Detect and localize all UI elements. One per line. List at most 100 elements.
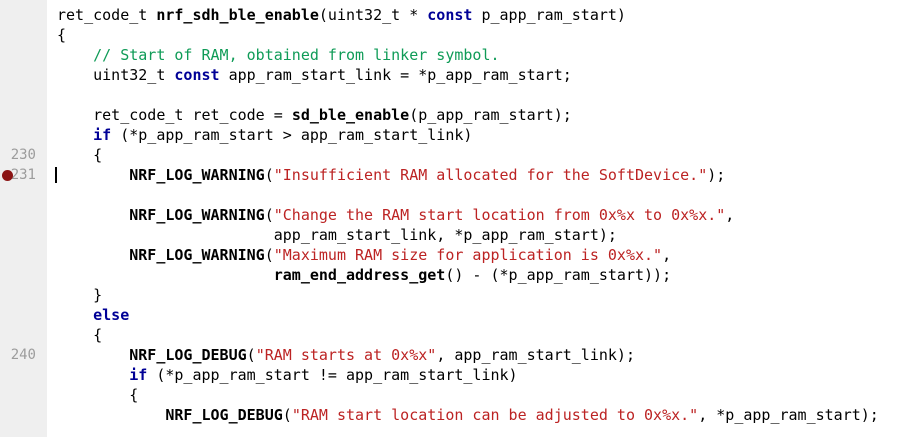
code-line-226[interactable]: uint32_t const app_ram_start_link = *p_a… [0,65,902,85]
line-number: 240 [10,347,36,363]
text-caret [55,167,57,183]
code-token: if [129,366,148,384]
gutter-cell[interactable] [0,245,47,265]
code-token: , [725,206,735,224]
code-line-227[interactable] [0,85,902,105]
code-token: ); [707,166,726,184]
code-line-239[interactable]: { [0,325,902,345]
gutter-cell[interactable] [0,125,47,145]
code-text[interactable] [47,85,902,105]
gutter-cell[interactable]: 230 [0,145,47,165]
code-token: NRF_LOG_DEBUG [165,406,283,424]
gutter-cell[interactable] [0,405,47,425]
code-token: "Insufficient RAM allocated for the Soft… [273,166,708,184]
code-text[interactable]: if (*p_app_ram_start > app_ram_start_lin… [47,125,902,145]
code-token [57,266,274,284]
code-token: , [662,246,672,264]
code-token: nrf_sdh_ble_enable [156,6,319,24]
code-line-232[interactable] [0,185,902,205]
code-token: const [427,6,473,24]
code-text[interactable]: NRF_LOG_WARNING("Insufficient RAM alloca… [47,165,902,185]
code-line-228[interactable]: ret_code_t ret_code = sd_ble_enable(p_ap… [0,105,902,125]
gutter-background [0,0,47,437]
gutter-cell[interactable] [0,5,47,25]
line-number: 230 [10,147,36,163]
gutter-cell[interactable] [0,285,47,305]
gutter-cell[interactable]: 231 [0,165,47,185]
code-text[interactable]: if (*p_app_ram_start != app_ram_start_li… [47,365,902,385]
code-line-231[interactable]: 231 NRF_LOG_WARNING("Insufficient RAM al… [0,165,902,185]
gutter-cell[interactable] [0,65,47,85]
code-line-237[interactable]: } [0,285,902,305]
code-text[interactable]: ret_code_t nrf_sdh_ble_enable(uint32_t *… [47,5,902,25]
code-token: NRF_LOG_DEBUG [129,346,247,364]
code-text[interactable]: else [47,305,902,325]
code-lines: ret_code_t nrf_sdh_ble_enable(uint32_t *… [0,5,902,425]
code-token: "RAM start location can be adjusted to 0… [291,406,699,424]
code-text[interactable]: // Start of RAM, obtained from linker sy… [47,45,902,65]
code-token: ( [246,346,256,364]
gutter-cell[interactable] [0,305,47,325]
code-line-238[interactable]: else [0,305,902,325]
code-line-229[interactable]: if (*p_app_ram_start > app_ram_start_lin… [0,125,902,145]
code-token: // Start of RAM, obtained from linker sy… [93,46,500,64]
gutter-cell[interactable] [0,265,47,285]
code-text[interactable]: ret_code_t ret_code = sd_ble_enable(p_ap… [47,105,902,125]
gutter-cell[interactable] [0,105,47,125]
code-token: (*p_app_ram_start > app_ram_start_link) [111,126,473,144]
code-token: if [93,126,112,144]
code-line-240[interactable]: 240 NRF_LOG_DEBUG("RAM starts at 0x%x", … [0,345,902,365]
code-line-243[interactable]: NRF_LOG_DEBUG("RAM start location can be… [0,405,902,425]
code-token: , *p_app_ram_start); [698,406,879,424]
code-token: app_ram_start_link, *p_app_ram_start); [57,226,617,244]
code-text[interactable]: ram_end_address_get() - (*p_app_ram_star… [47,265,902,285]
code-text[interactable]: } [47,285,902,305]
code-line-236[interactable]: ram_end_address_get() - (*p_app_ram_star… [0,265,902,285]
gutter-cell[interactable] [0,385,47,405]
code-line-235[interactable]: NRF_LOG_WARNING("Maximum RAM size for ap… [0,245,902,265]
gutter-cell[interactable] [0,185,47,205]
code-text[interactable]: { [47,25,902,45]
gutter-cell[interactable]: 240 [0,345,47,365]
gutter-cell[interactable] [0,205,47,225]
code-token: NRF_LOG_WARNING [129,166,265,184]
code-token: p_app_ram_start) [472,6,626,24]
code-token: "RAM starts at 0x%x" [255,346,437,364]
gutter-cell[interactable] [0,45,47,65]
code-text[interactable] [47,185,902,205]
code-text[interactable]: app_ram_start_link, *p_app_ram_start); [47,225,902,245]
code-text[interactable]: { [47,325,902,345]
code-token: uint32_t [57,66,175,84]
code-token: ram_end_address_get [273,266,446,284]
code-token: ( [282,406,292,424]
code-token [57,166,129,184]
code-token: { [57,26,67,44]
gutter-cell[interactable] [0,325,47,345]
code-text[interactable]: { [47,385,902,405]
code-text[interactable]: { [47,145,902,165]
code-line-242[interactable]: { [0,385,902,405]
code-text[interactable]: uint32_t const app_ram_start_link = *p_a… [47,65,902,85]
code-line-241[interactable]: if (*p_app_ram_start != app_ram_start_li… [0,365,902,385]
code-text[interactable]: NRF_LOG_WARNING("Maximum RAM size for ap… [47,245,902,265]
breakpoint-icon[interactable] [2,169,13,181]
code-line-230[interactable]: 230 { [0,145,902,165]
code-token [57,126,93,144]
code-token: ret_code_t [57,6,157,24]
gutter-cell[interactable] [0,225,47,245]
gutter-cell[interactable] [0,25,47,45]
code-token: } [57,286,103,304]
code-token [57,246,129,264]
code-line-224[interactable]: { [0,25,902,45]
code-text[interactable]: NRF_LOG_WARNING("Change the RAM start lo… [47,205,902,225]
code-token: NRF_LOG_WARNING [129,246,265,264]
code-line-223[interactable]: ret_code_t nrf_sdh_ble_enable(uint32_t *… [0,5,902,25]
code-line-225[interactable]: // Start of RAM, obtained from linker sy… [0,45,902,65]
code-text[interactable]: NRF_LOG_DEBUG("RAM start location can be… [47,405,902,425]
gutter-cell[interactable] [0,85,47,105]
code-line-233[interactable]: NRF_LOG_WARNING("Change the RAM start lo… [0,205,902,225]
gutter-cell[interactable] [0,365,47,385]
code-line-234[interactable]: app_ram_start_link, *p_app_ram_start); [0,225,902,245]
code-text[interactable]: NRF_LOG_DEBUG("RAM starts at 0x%x", app_… [47,345,902,365]
